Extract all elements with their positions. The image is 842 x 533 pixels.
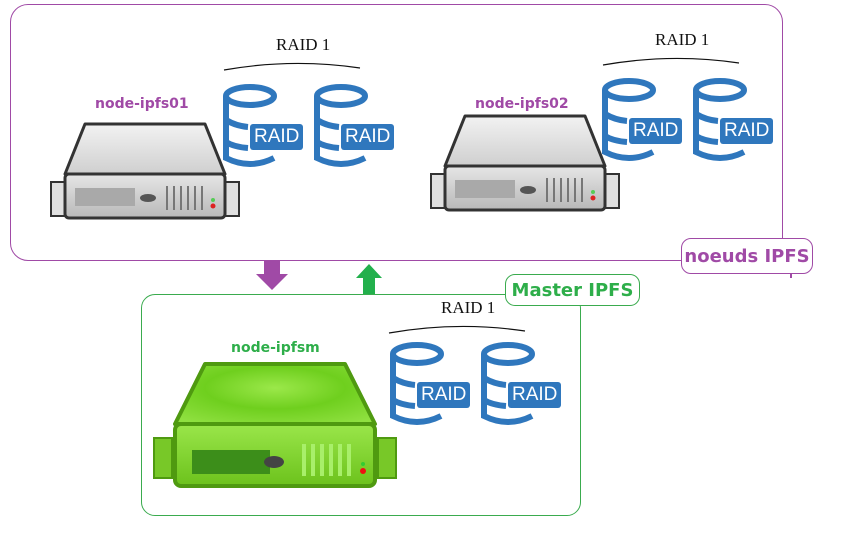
disk-cylinder-icon xyxy=(314,84,368,167)
raid-disk: RAID xyxy=(692,78,774,164)
raid-disk: RAID xyxy=(389,342,471,428)
raid-brace xyxy=(388,325,526,334)
raid-disk: RAID xyxy=(480,342,562,428)
raid-badge: RAID xyxy=(508,382,562,408)
disk-cylinder-icon xyxy=(693,78,747,161)
node-label: node-ipfs01 xyxy=(95,96,189,112)
disk-cylinder-icon xyxy=(223,84,277,167)
raid-badge: RAID xyxy=(341,124,395,150)
disk-cylinder-icon xyxy=(481,342,535,425)
node-label: node-ipfs02 xyxy=(475,96,569,112)
raid-badge: RAID xyxy=(720,118,774,144)
node-label: node-ipfsm xyxy=(231,340,320,356)
master-group-box xyxy=(141,294,581,516)
raid-title: RAID 1 xyxy=(441,298,496,317)
raid-disk: RAID xyxy=(313,84,395,170)
server-icon xyxy=(50,122,240,220)
master-group-tag-label: Master IPFS xyxy=(511,279,634,301)
raid-disk: RAID xyxy=(601,78,683,164)
raid-badge: RAID xyxy=(417,382,471,408)
disk-cylinder-icon xyxy=(602,78,656,161)
arrow-up-icon xyxy=(356,264,382,294)
nodes-group-tag-label: noeuds IPFS xyxy=(684,245,810,267)
arrow-down-icon xyxy=(256,260,288,290)
raid-badge: RAID xyxy=(629,118,683,144)
nodes-group-tag: noeuds IPFS xyxy=(681,238,813,274)
raid-brace xyxy=(223,62,361,71)
disk-cylinder-icon xyxy=(390,342,444,425)
raid-title: RAID 1 xyxy=(655,30,710,49)
raid-brace xyxy=(602,57,740,66)
raid-disk: RAID xyxy=(222,84,304,170)
master-group-tag: Master IPFS xyxy=(505,274,640,306)
raid-title: RAID 1 xyxy=(276,35,331,54)
nodes-group-box xyxy=(10,4,783,261)
raid-badge: RAID xyxy=(250,124,304,150)
server-icon-green xyxy=(153,362,397,488)
server-icon xyxy=(430,114,620,212)
